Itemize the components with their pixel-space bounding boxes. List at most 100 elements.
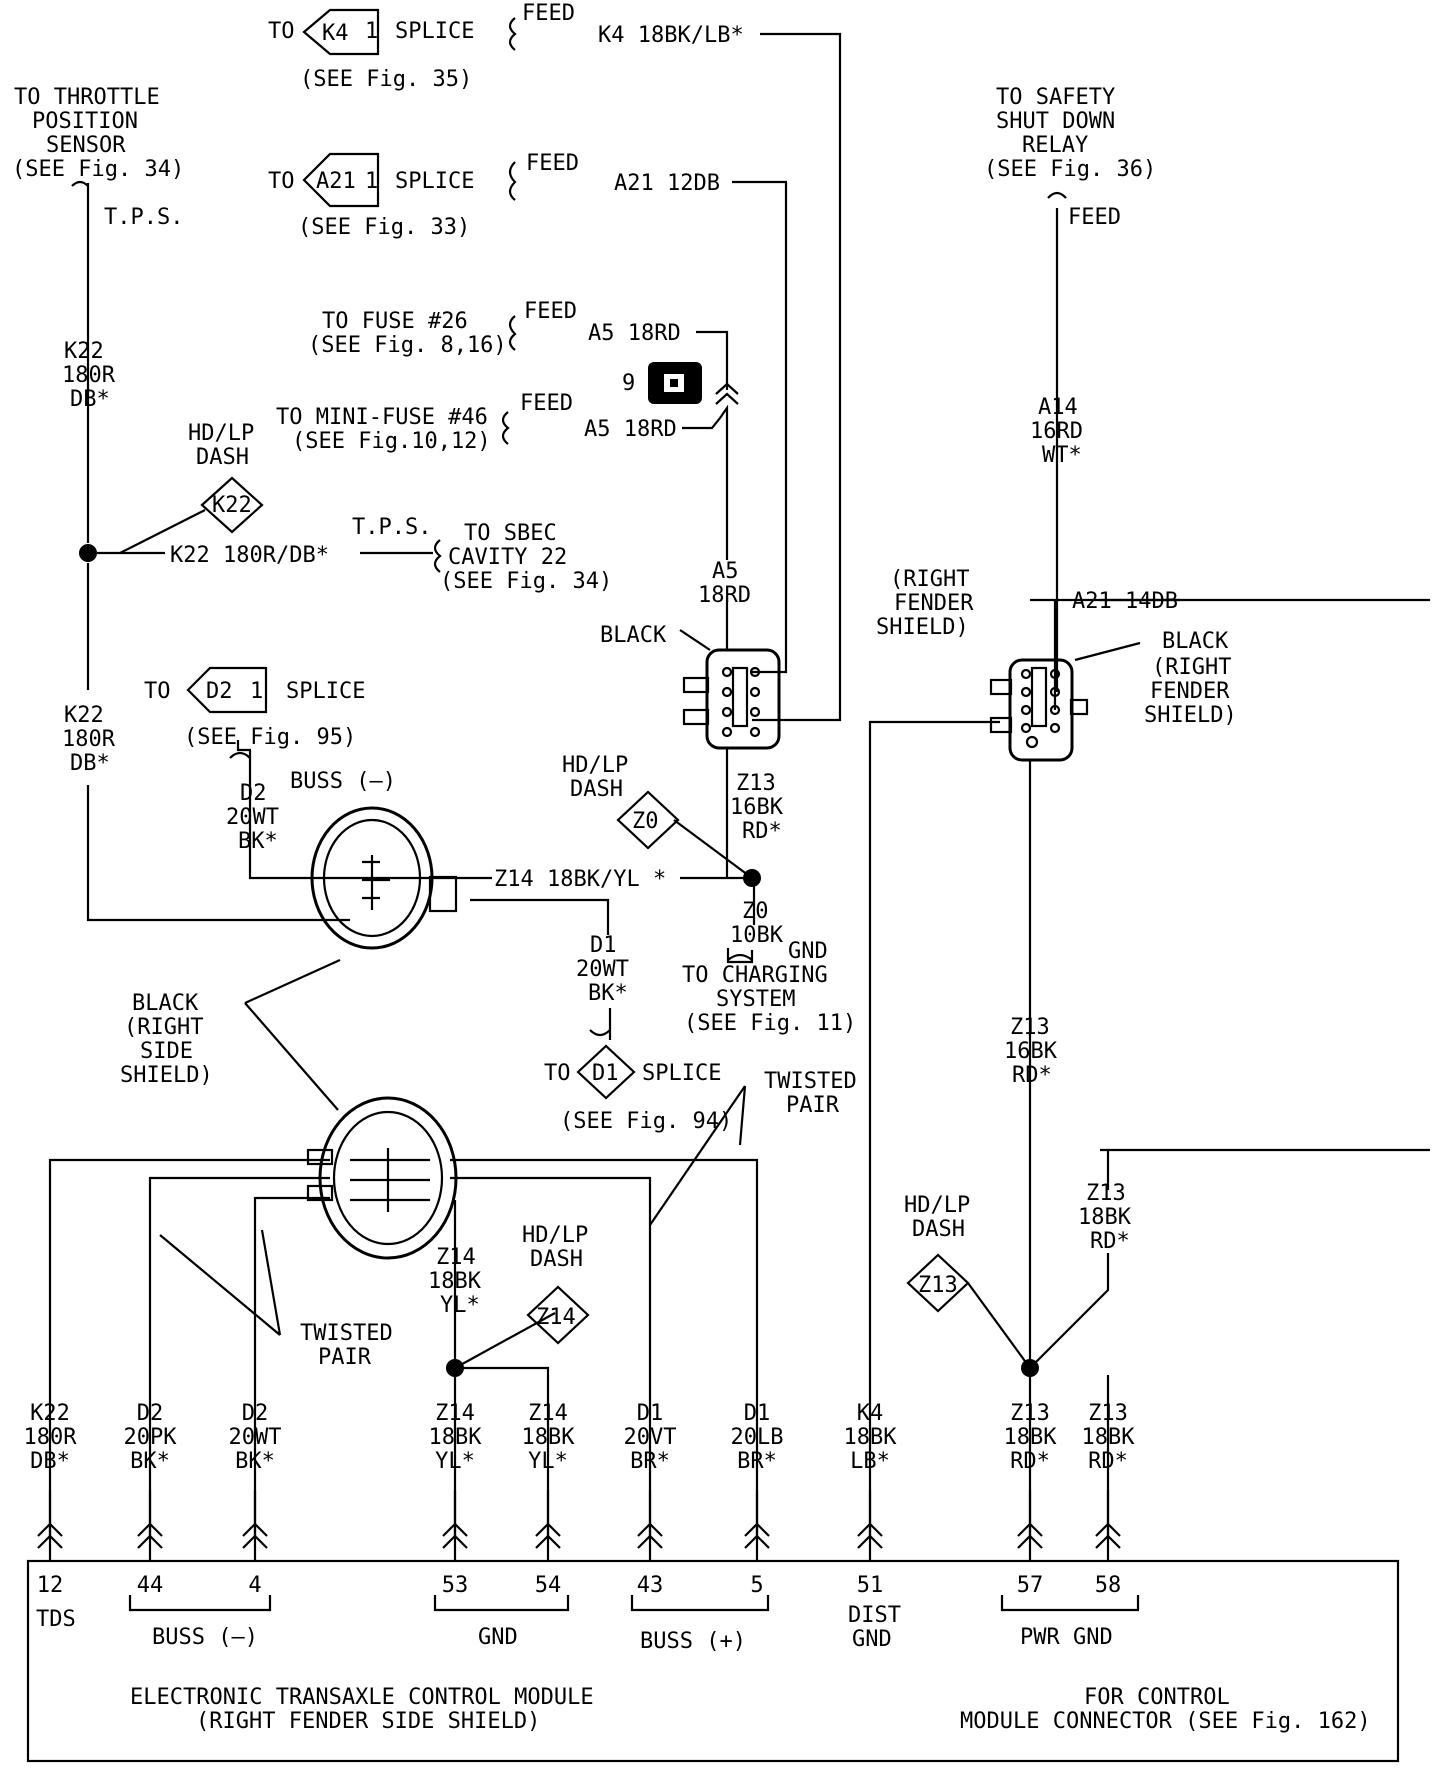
a14-1: A14 bbox=[1038, 395, 1078, 420]
pin-wire-label: 18BK bbox=[844, 1425, 898, 1450]
z14-vertical-1: Z14 bbox=[436, 1245, 476, 1270]
chevron-a5 bbox=[715, 382, 739, 405]
connector-9-label: 9 bbox=[622, 371, 635, 396]
junction-z13 bbox=[1021, 1359, 1039, 1377]
fender-left-1: (RIGHT bbox=[890, 567, 969, 592]
pin-wire-label: Z14 bbox=[528, 1401, 568, 1426]
fender-left-2: FENDER bbox=[894, 591, 974, 616]
connector-9-symbol bbox=[648, 362, 702, 404]
pin-wire-label: RD* bbox=[1010, 1449, 1050, 1474]
d1-splice-to: TO bbox=[544, 1061, 571, 1086]
a21-splice-see: (SEE Fig. 33) bbox=[298, 215, 470, 240]
d2-wire-2: 20WT bbox=[226, 805, 279, 830]
cavity-chevron-icon bbox=[535, 1522, 561, 1549]
pin-wire-label: RD* bbox=[1088, 1449, 1128, 1474]
z13-center-2: 16BK bbox=[730, 795, 784, 820]
k22-mid-3: DB* bbox=[70, 751, 110, 776]
twisted-pair-left-2: PAIR bbox=[318, 1345, 372, 1370]
a21-14db: A21 14DB bbox=[1072, 589, 1178, 614]
hdlp-right-2: DASH bbox=[912, 1217, 965, 1242]
control-module-box bbox=[26, 1559, 1400, 1763]
d1-wire-1: D1 bbox=[590, 933, 617, 958]
pin-wire-label: 18BK bbox=[429, 1425, 483, 1450]
twisted-pair-left-1: TWISTED bbox=[300, 1321, 393, 1346]
pin-wire-label: 18BK bbox=[522, 1425, 576, 1450]
a14-2: 16RD bbox=[1030, 419, 1083, 444]
fender-right-1: (RIGHT bbox=[1152, 655, 1231, 680]
module-note-1: FOR CONTROL bbox=[1084, 1685, 1230, 1710]
pin-wire-label: 20LB bbox=[731, 1425, 784, 1450]
module-gnd: GND bbox=[478, 1625, 518, 1650]
hdlp-right-1: HD/LP bbox=[904, 1193, 970, 1218]
pin-wire-label: 18BK bbox=[1082, 1425, 1136, 1450]
pin-wire-label: 18BK bbox=[1004, 1425, 1058, 1450]
feed-right: FEED bbox=[1068, 205, 1121, 230]
pin-wire-label: D1 bbox=[744, 1401, 771, 1426]
charging-2: SYSTEM bbox=[716, 987, 795, 1012]
pin-wire-label: DB* bbox=[30, 1449, 70, 1474]
a5-vertical-2: 18RD bbox=[698, 583, 751, 608]
module-name-2: (RIGHT FENDER SIDE SHIELD) bbox=[196, 1709, 540, 1734]
pin-wire-label: BR* bbox=[630, 1449, 670, 1474]
z13-center-1: Z13 bbox=[736, 771, 776, 796]
twisted-pair-arrows bbox=[119, 509, 1141, 1336]
feed-label-1: FEED bbox=[522, 1, 575, 26]
twisted-pair-center-2: PAIR bbox=[786, 1093, 840, 1118]
junction-z0 bbox=[743, 869, 761, 887]
cavity-number: 58 bbox=[1095, 1573, 1122, 1598]
minifuse-line2: (SEE Fig.10,12) bbox=[292, 429, 491, 454]
d1-splice-id: D1 bbox=[592, 1061, 619, 1086]
pin-wire-label: D2 bbox=[137, 1401, 164, 1426]
module-note-2: MODULE CONNECTOR (SEE Fig. 162) bbox=[960, 1709, 1371, 1734]
connector-oval-lower bbox=[306, 1096, 458, 1260]
feed-brackets bbox=[71, 17, 1067, 1037]
feed-label-3: FEED bbox=[524, 299, 577, 324]
twisted-pair-center-1: TWISTED bbox=[764, 1069, 857, 1094]
tps-title-1: TO THROTTLE bbox=[14, 85, 160, 110]
z0-wire-2: 10BK bbox=[730, 923, 784, 948]
d2-splice-pin: 1 bbox=[250, 679, 263, 704]
pin-wire-label: K22 bbox=[30, 1401, 70, 1426]
black-right: BLACK bbox=[1162, 629, 1229, 654]
pin-wire-label: BR* bbox=[737, 1449, 777, 1474]
module-dist-gnd-1: DIST bbox=[848, 1603, 901, 1628]
cavity-number: 5 bbox=[750, 1573, 763, 1598]
k4-splice-to: TO bbox=[268, 19, 295, 44]
k4-splice-see: (SEE Fig. 35) bbox=[300, 67, 472, 92]
a21-splice-word: SPLICE bbox=[395, 169, 474, 194]
black-shield-4: SHIELD) bbox=[120, 1063, 213, 1088]
cavity-chevron-icon bbox=[442, 1522, 468, 1549]
a21-wire-label: A21 12DB bbox=[614, 171, 720, 196]
gnd-center: GND bbox=[788, 939, 828, 964]
ssd-4: (SEE Fig. 36) bbox=[984, 157, 1156, 182]
pin-labels: K22180RDB*12D220PKBK*44D220WTBK*4Z1418BK… bbox=[24, 1401, 1136, 1598]
k22-horizontal: K22 180R/DB* bbox=[170, 543, 329, 568]
d2-splice-id: D2 bbox=[206, 679, 233, 704]
a14-3: WT* bbox=[1042, 443, 1082, 468]
k22-top-2: 180R bbox=[62, 363, 116, 388]
k22-diamond: K22 bbox=[212, 493, 252, 518]
labels: TO K4 1 SPLICE (SEE Fig. 35) FEED K4 18B… bbox=[12, 1, 1237, 1370]
bracket-gnd bbox=[433, 1595, 570, 1612]
z13-right-2: 18BK bbox=[1078, 1205, 1132, 1230]
z14-horizontal: Z14 18BK/YL * bbox=[494, 867, 666, 892]
tps-abbrev: T.P.S. bbox=[104, 205, 183, 230]
fuse26-line1: TO FUSE #26 bbox=[322, 309, 468, 334]
cavity-number: 54 bbox=[535, 1573, 562, 1598]
cavity-chevron-icon bbox=[1095, 1522, 1121, 1549]
cavity-chevron-icon bbox=[242, 1522, 268, 1549]
z0-wire-1: Z0 bbox=[742, 899, 769, 924]
fender-right-2: FENDER bbox=[1150, 679, 1230, 704]
hdlp-left-1: HD/LP bbox=[188, 421, 254, 446]
d1-wire-3: BK* bbox=[588, 981, 628, 1006]
tps-title-3: SENSOR bbox=[46, 133, 126, 158]
cavity-chevron-icon bbox=[744, 1522, 770, 1549]
black-shield-2: (RIGHT bbox=[124, 1015, 203, 1040]
cavity-chevron-icon bbox=[137, 1522, 163, 1549]
d1-wire-2: 20WT bbox=[576, 957, 629, 982]
a5-vertical-1: A5 bbox=[712, 559, 739, 584]
buss-minus-left: BUSS (—) bbox=[290, 769, 396, 794]
d2-splice-to: TO bbox=[144, 679, 171, 704]
ssd-1: TO SAFETY bbox=[996, 85, 1115, 110]
